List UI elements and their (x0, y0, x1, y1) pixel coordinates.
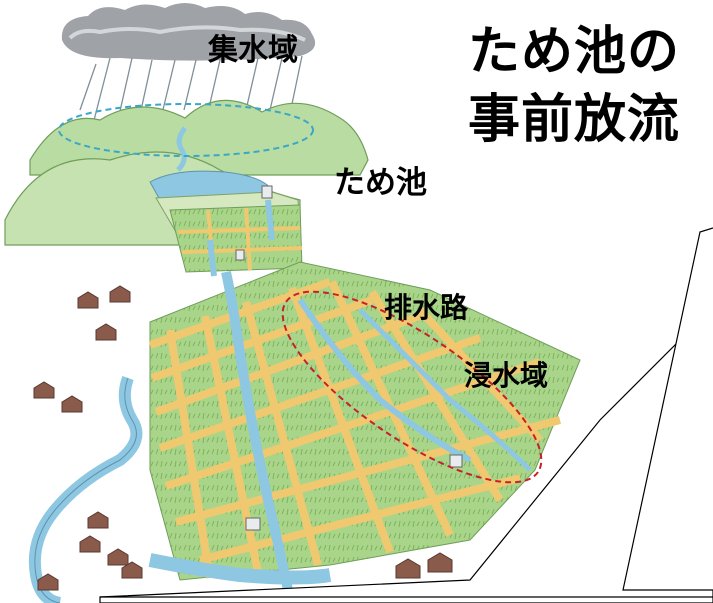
label-flood-area: 浸水域 (464, 359, 549, 392)
page-title-line1: ため池の (468, 22, 681, 82)
label-pond: ため池 (334, 165, 427, 201)
label-drainage: 排水路 (384, 291, 469, 324)
page-title-line2: 事前放流 (468, 90, 681, 150)
upper-fields (169, 204, 303, 273)
callout-bubble-large (99, 319, 713, 603)
river (28, 375, 143, 603)
mountain-stream (176, 126, 187, 172)
catchment-outline (58, 103, 314, 157)
farm-roads (148, 278, 562, 579)
river-outlet (148, 553, 332, 585)
houses (33, 285, 453, 591)
sluice-gates (235, 185, 463, 531)
drainage-channels (207, 199, 532, 601)
callout-bubble-pointer (622, 227, 713, 591)
label-catchment: 集水域 (208, 33, 298, 68)
rain-cloud (61, 3, 316, 61)
